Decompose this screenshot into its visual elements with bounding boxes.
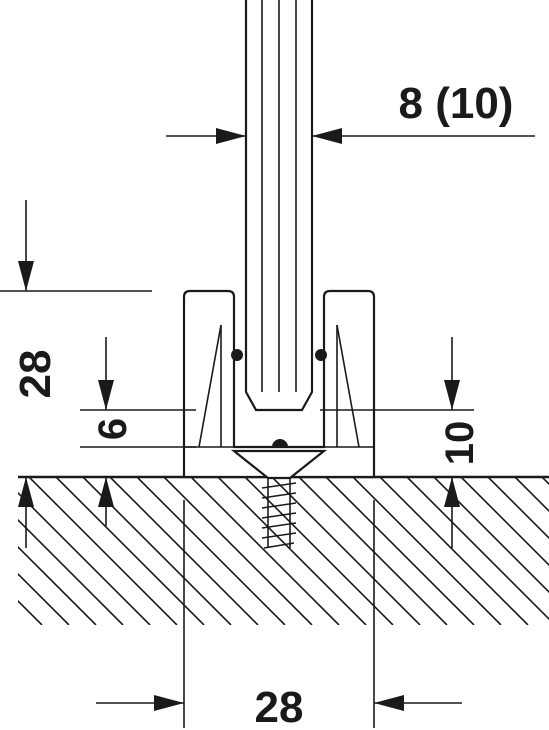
dim-10-label: 10: [438, 421, 482, 466]
panel: [244, 0, 314, 412]
floor-hatching: [0, 477, 549, 625]
hatch-line: [18, 572, 70, 625]
dim-10-top-arrow: [444, 380, 460, 410]
hatch-line: [433, 477, 549, 594]
dimension-inner-left: 6: [80, 337, 196, 526]
hatch-line: [18, 518, 124, 625]
floor-section: [0, 475, 549, 625]
dimension-total-height: 28: [0, 200, 152, 548]
left-wedge-line: [198, 324, 222, 448]
u-channel-profile: [182, 289, 376, 479]
hatch-line: [406, 477, 549, 621]
hatch-line: [55, 477, 205, 625]
dim-height-bottom-arrow: [18, 477, 34, 507]
dim-6-top-arrow: [98, 380, 114, 410]
hatch-line: [325, 477, 475, 625]
hatch-line: [28, 477, 178, 625]
dim-10-bottom-arrow: [444, 477, 460, 507]
left-gasket: [231, 349, 243, 361]
hatch-line: [514, 477, 549, 513]
hatch-line: [352, 477, 502, 625]
hatch-line: [487, 477, 549, 540]
hatch-line: [271, 477, 421, 625]
hatch-line: [136, 477, 286, 625]
dim-thickness-right-arrow: [312, 128, 342, 144]
hatch-line: [379, 477, 529, 625]
hatch-line: [244, 477, 394, 625]
dim-thickness-left-arrow: [216, 128, 246, 144]
hatch-line: [18, 545, 97, 625]
right-wedge-line: [336, 324, 360, 448]
dim-width-left-arrow: [154, 695, 184, 711]
hatch-line: [163, 477, 313, 625]
right-gasket: [315, 349, 327, 361]
hatch-line: [541, 477, 549, 486]
hatch-line: [460, 477, 549, 567]
screw: [230, 439, 328, 549]
dim-6-label: 6: [91, 418, 135, 440]
dim-6-bottom-arrow: [98, 477, 114, 507]
screw-slot: [272, 439, 288, 447]
hatch-line: [0, 477, 15, 625]
screw-thread: [261, 482, 297, 549]
dim-thickness-label: 8 (10): [399, 79, 514, 128]
dim-height-top-arrow: [18, 261, 34, 291]
dimension-panel-thickness: 8 (10): [166, 79, 535, 144]
dim-height-label: 28: [11, 350, 60, 399]
hatch-line: [217, 477, 367, 625]
dimension-base-width: 28: [96, 500, 462, 730]
dim-width-label: 28: [255, 683, 304, 730]
dimension-inner-right: 10: [320, 337, 482, 548]
dim-width-right-arrow: [374, 695, 404, 711]
hatch-line: [298, 477, 448, 625]
hatch-line: [190, 477, 340, 625]
